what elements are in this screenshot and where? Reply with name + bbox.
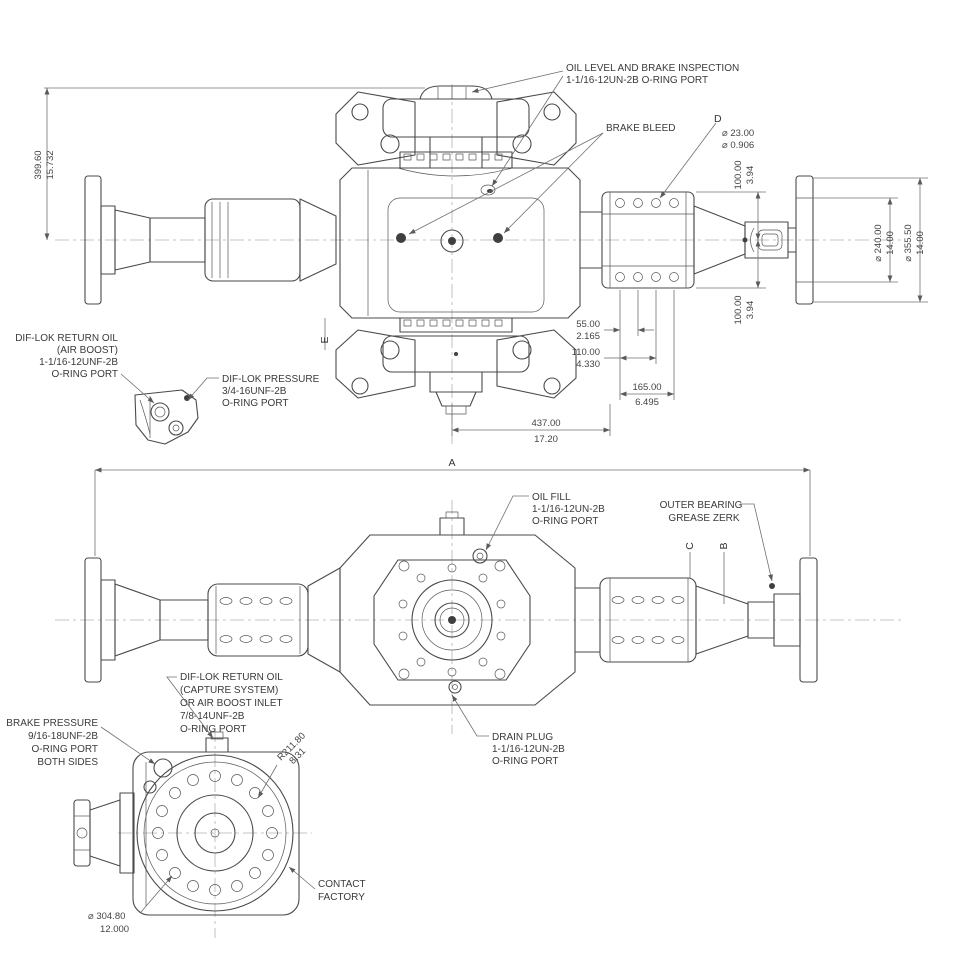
dim-pilot-dia-in: 14.00 xyxy=(885,231,896,255)
hub-bolt-circle xyxy=(398,563,506,677)
callout-drain-plug-line2: 1-1/16-12UN-2B xyxy=(492,744,565,755)
dim-437-mm: 437.00 xyxy=(531,418,560,429)
callout-contact-factory-line2: FACTORY xyxy=(318,892,365,903)
drain-plug-port xyxy=(448,680,462,694)
grease-zerk xyxy=(769,583,775,589)
right-band-bolts-side-view xyxy=(611,596,685,644)
dim-port-d-mm: ⌀ 23.00 xyxy=(722,128,754,139)
dim-437-in: 17.20 xyxy=(534,434,558,445)
top-view-geometry xyxy=(84,85,814,415)
dim-pilot-dia-mm: ⌀ 240.00 xyxy=(873,224,884,261)
top-view-dimensions: 399.60 15.732 OIL LEVEL AND BRAKE INSPEC… xyxy=(15,63,928,445)
wheel-bolt-circle xyxy=(152,770,278,896)
dim-overall-height-in: 15.732 xyxy=(45,150,56,179)
callout-outer-bearing-line2: GREASE ZERK xyxy=(668,513,739,524)
callout-diflok-capture-line2: (CAPTURE SYSTEM) xyxy=(180,685,278,696)
oil-level-port xyxy=(480,184,496,196)
dim-55-mm: 55.00 xyxy=(576,319,600,330)
dim-port-d-in: ⌀ 0.906 xyxy=(722,140,754,151)
brake-bleed-port-right xyxy=(493,233,503,243)
callout-oil-level-line2: 1-1/16-12UN-2B O-RING PORT xyxy=(566,75,708,86)
dim-bolt-circle-in: 12.000 xyxy=(100,924,129,935)
datum-e: E xyxy=(319,336,331,343)
callout-diflok-return-air-line4: O-RING PORT xyxy=(52,369,118,380)
callout-diflok-capture-line3: OR AIR BOOST INLET xyxy=(180,698,283,709)
callout-diflok-capture-line1: DIF-LOK RETURN OIL xyxy=(180,672,283,683)
callout-diflok-pressure-line1: DIF-LOK PRESSURE xyxy=(222,374,320,385)
brake-bleed-port-left xyxy=(396,233,406,243)
end-view-geometry xyxy=(73,731,300,916)
dim-165-mm: 165.00 xyxy=(632,382,661,393)
callout-brake-bleed: BRAKE BLEED xyxy=(606,123,675,134)
brake-pressure-port-2 xyxy=(143,780,157,794)
dim-flange-radius: R211.80 8.31 xyxy=(275,730,308,766)
dim-flange-dia-mm: ⌀ 355.50 xyxy=(903,224,914,261)
callout-oil-fill-line1: OIL FILL xyxy=(532,492,571,503)
dim-offset-upper-mm: 100.00 xyxy=(733,160,744,189)
dim-offset-lower-in: 3.94 xyxy=(745,301,756,320)
top-view-ports xyxy=(396,184,503,253)
callout-drain-plug-line3: O-RING PORT xyxy=(492,756,558,767)
callout-oil-level-line1: OIL LEVEL AND BRAKE INSPECTION xyxy=(566,63,739,74)
datum-d: D xyxy=(714,113,722,125)
dim-overall-height-mm: 399.60 xyxy=(33,150,44,179)
callout-diflok-capture-line4: 7/8-14UNF-2B xyxy=(180,711,245,722)
datum-c: C xyxy=(684,542,696,550)
side-view-dimensions: A C B OIL FILL 1-1/16-12UN-2B O-RING POR… xyxy=(94,457,811,767)
dim-offset-upper-in: 3.94 xyxy=(745,166,756,185)
bottom-bolt-strip xyxy=(403,319,503,327)
side-view-geometry xyxy=(84,511,818,706)
dim-flange-dia-in: 14.00 xyxy=(915,231,926,255)
dim-offset-lower-mm: 100.00 xyxy=(733,295,744,324)
callout-diflok-pressure-line3: O-RING PORT xyxy=(222,398,288,409)
callout-oil-fill-line2: 1-1/16-12UN-2B xyxy=(532,504,605,515)
datum-a: A xyxy=(448,457,455,469)
right-band-bolts-top-view xyxy=(615,198,679,282)
dim-165-in: 6.495 xyxy=(635,397,659,408)
callout-diflok-return-air-line2: (AIR BOOST) xyxy=(57,345,118,356)
callout-contact-factory-line1: CONTACT xyxy=(318,879,366,890)
callout-diflok-return-air-line3: 1-1/16-12UNF-2B xyxy=(39,357,118,368)
callout-brake-pressure-line4: BOTH SIDES xyxy=(37,757,98,768)
left-band-bolts-side-view xyxy=(219,597,293,643)
end-view-callouts: DIF-LOK RETURN OIL (CAPTURE SYSTEM) OR A… xyxy=(6,672,365,935)
top-bolt-strip xyxy=(403,153,503,161)
callout-diflok-return-air-line1: DIF-LOK RETURN OIL xyxy=(15,333,118,344)
dim-110-in: 4.330 xyxy=(576,359,600,370)
datum-b: B xyxy=(718,542,730,549)
callout-outer-bearing-line1: OUTER BEARING xyxy=(660,500,743,511)
oil-fill-port xyxy=(472,548,488,564)
callout-oil-fill-line3: O-RING PORT xyxy=(532,516,598,527)
callout-diflok-capture-line5: O-RING PORT xyxy=(180,724,246,735)
center-bore xyxy=(440,229,464,253)
centerlines xyxy=(55,84,905,938)
dim-55-in: 2.165 xyxy=(576,331,600,342)
capture-port-cap xyxy=(205,737,229,753)
callout-brake-pressure-line1: BRAKE PRESSURE xyxy=(6,718,98,729)
dim-bolt-circle-mm: ⌀ 304.80 xyxy=(88,911,125,922)
callout-brake-pressure-line3: O-RING PORT xyxy=(32,744,98,755)
callout-brake-pressure-line2: 9/16-18UNF-2B xyxy=(28,731,98,742)
dim-110-mm: 110.00 xyxy=(572,347,600,358)
callout-drain-plug-line1: DRAIN PLUG xyxy=(492,732,553,743)
callout-diflok-pressure-line2: 3/4-16UNF-2B xyxy=(222,386,287,397)
diflok-bracket-detail xyxy=(134,389,199,445)
